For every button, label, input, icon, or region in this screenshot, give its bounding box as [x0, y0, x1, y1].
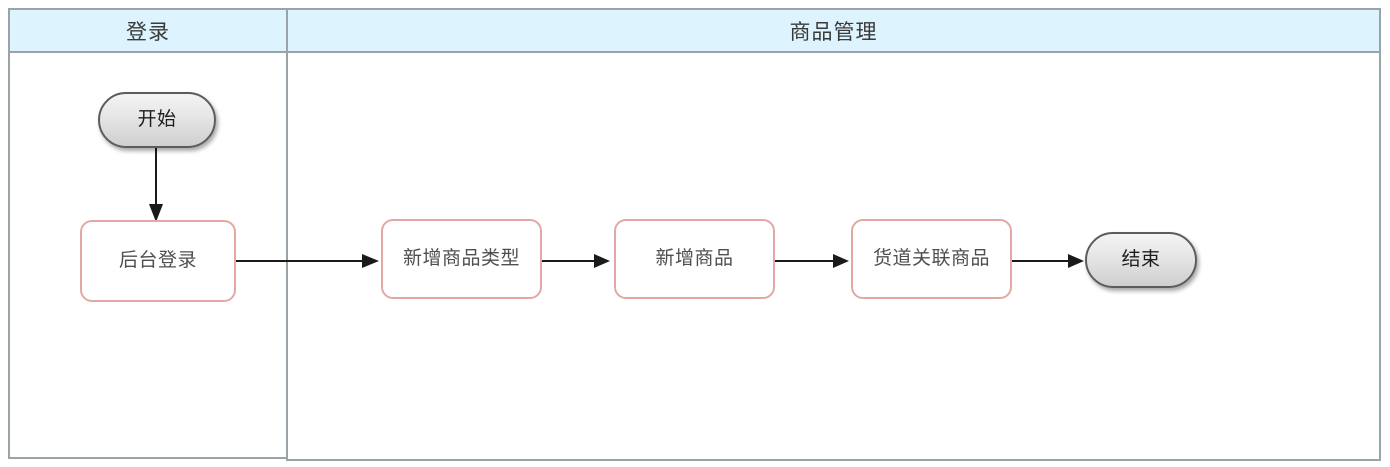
swimlane-header-login-label: 登录: [126, 20, 170, 44]
node-start-label: 开始: [137, 108, 177, 130]
node-link-lane-product-label: 货道关联商品: [872, 247, 990, 269]
edge-add-product-to-link-lane: [775, 250, 853, 272]
swimlane-header-login: 登录: [8, 8, 288, 53]
edge-add-type-to-add-product: [542, 250, 614, 272]
node-add-product-label: 新增商品: [655, 247, 734, 269]
node-end[interactable]: 结束: [1085, 232, 1197, 288]
swimlane-header-product: 商品管理: [286, 8, 1381, 53]
node-add-product[interactable]: 新增商品: [614, 219, 775, 299]
node-add-product-type-label: 新增商品类型: [402, 247, 520, 269]
node-add-product-type[interactable]: 新增商品类型: [381, 219, 542, 299]
node-admin-login-label: 后台登录: [118, 249, 197, 271]
node-admin-login[interactable]: 后台登录: [80, 220, 236, 302]
edge-link-lane-to-end: [1012, 250, 1088, 272]
node-start[interactable]: 开始: [98, 92, 216, 148]
swimlane-header-product-label: 商品管理: [789, 20, 878, 44]
edge-start-to-admin-login: [140, 146, 172, 226]
node-end-label: 结束: [1121, 248, 1161, 270]
node-link-lane-product[interactable]: 货道关联商品: [851, 219, 1012, 299]
edge-admin-login-to-add-type: [236, 250, 384, 272]
